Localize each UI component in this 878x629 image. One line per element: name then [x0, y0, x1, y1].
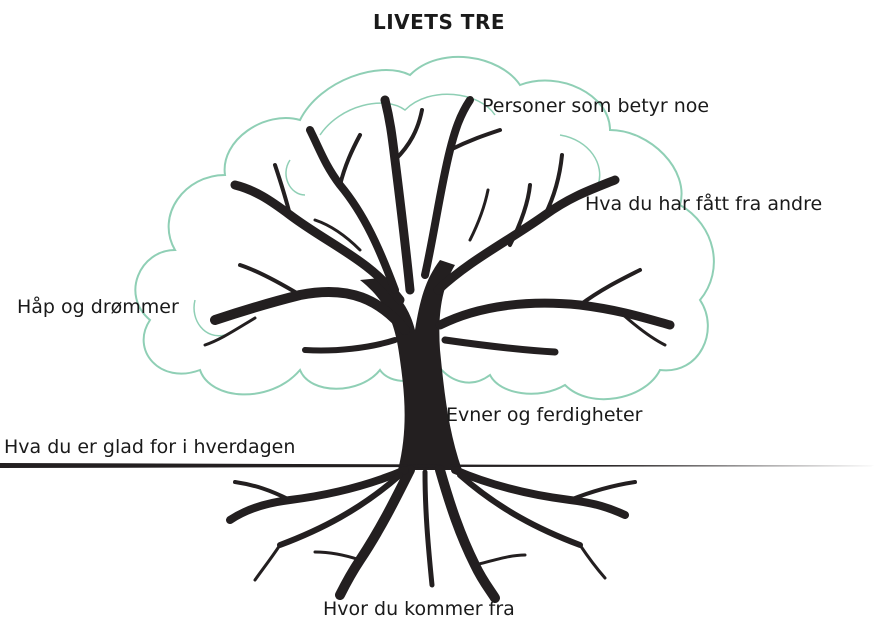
crown-outline [134, 55, 715, 401]
tree-roots [226, 465, 637, 603]
label-origin: Hvor du kommer fra [323, 598, 515, 620]
label-people: Personer som betyr noe [482, 95, 710, 117]
page-title: LIVETS TRE [372, 10, 506, 34]
tree-trunk [360, 260, 462, 470]
label-everyday: Hva du er glad for i hverdagen [4, 436, 296, 458]
label-gifts: Hva du har fått fra andre [585, 193, 823, 215]
label-dreams: Håp og drømmer [17, 296, 179, 318]
label-skills: Evner og ferdigheter [446, 404, 643, 426]
crown-outline-inner [193, 93, 601, 337]
tree-branches [203, 95, 675, 356]
